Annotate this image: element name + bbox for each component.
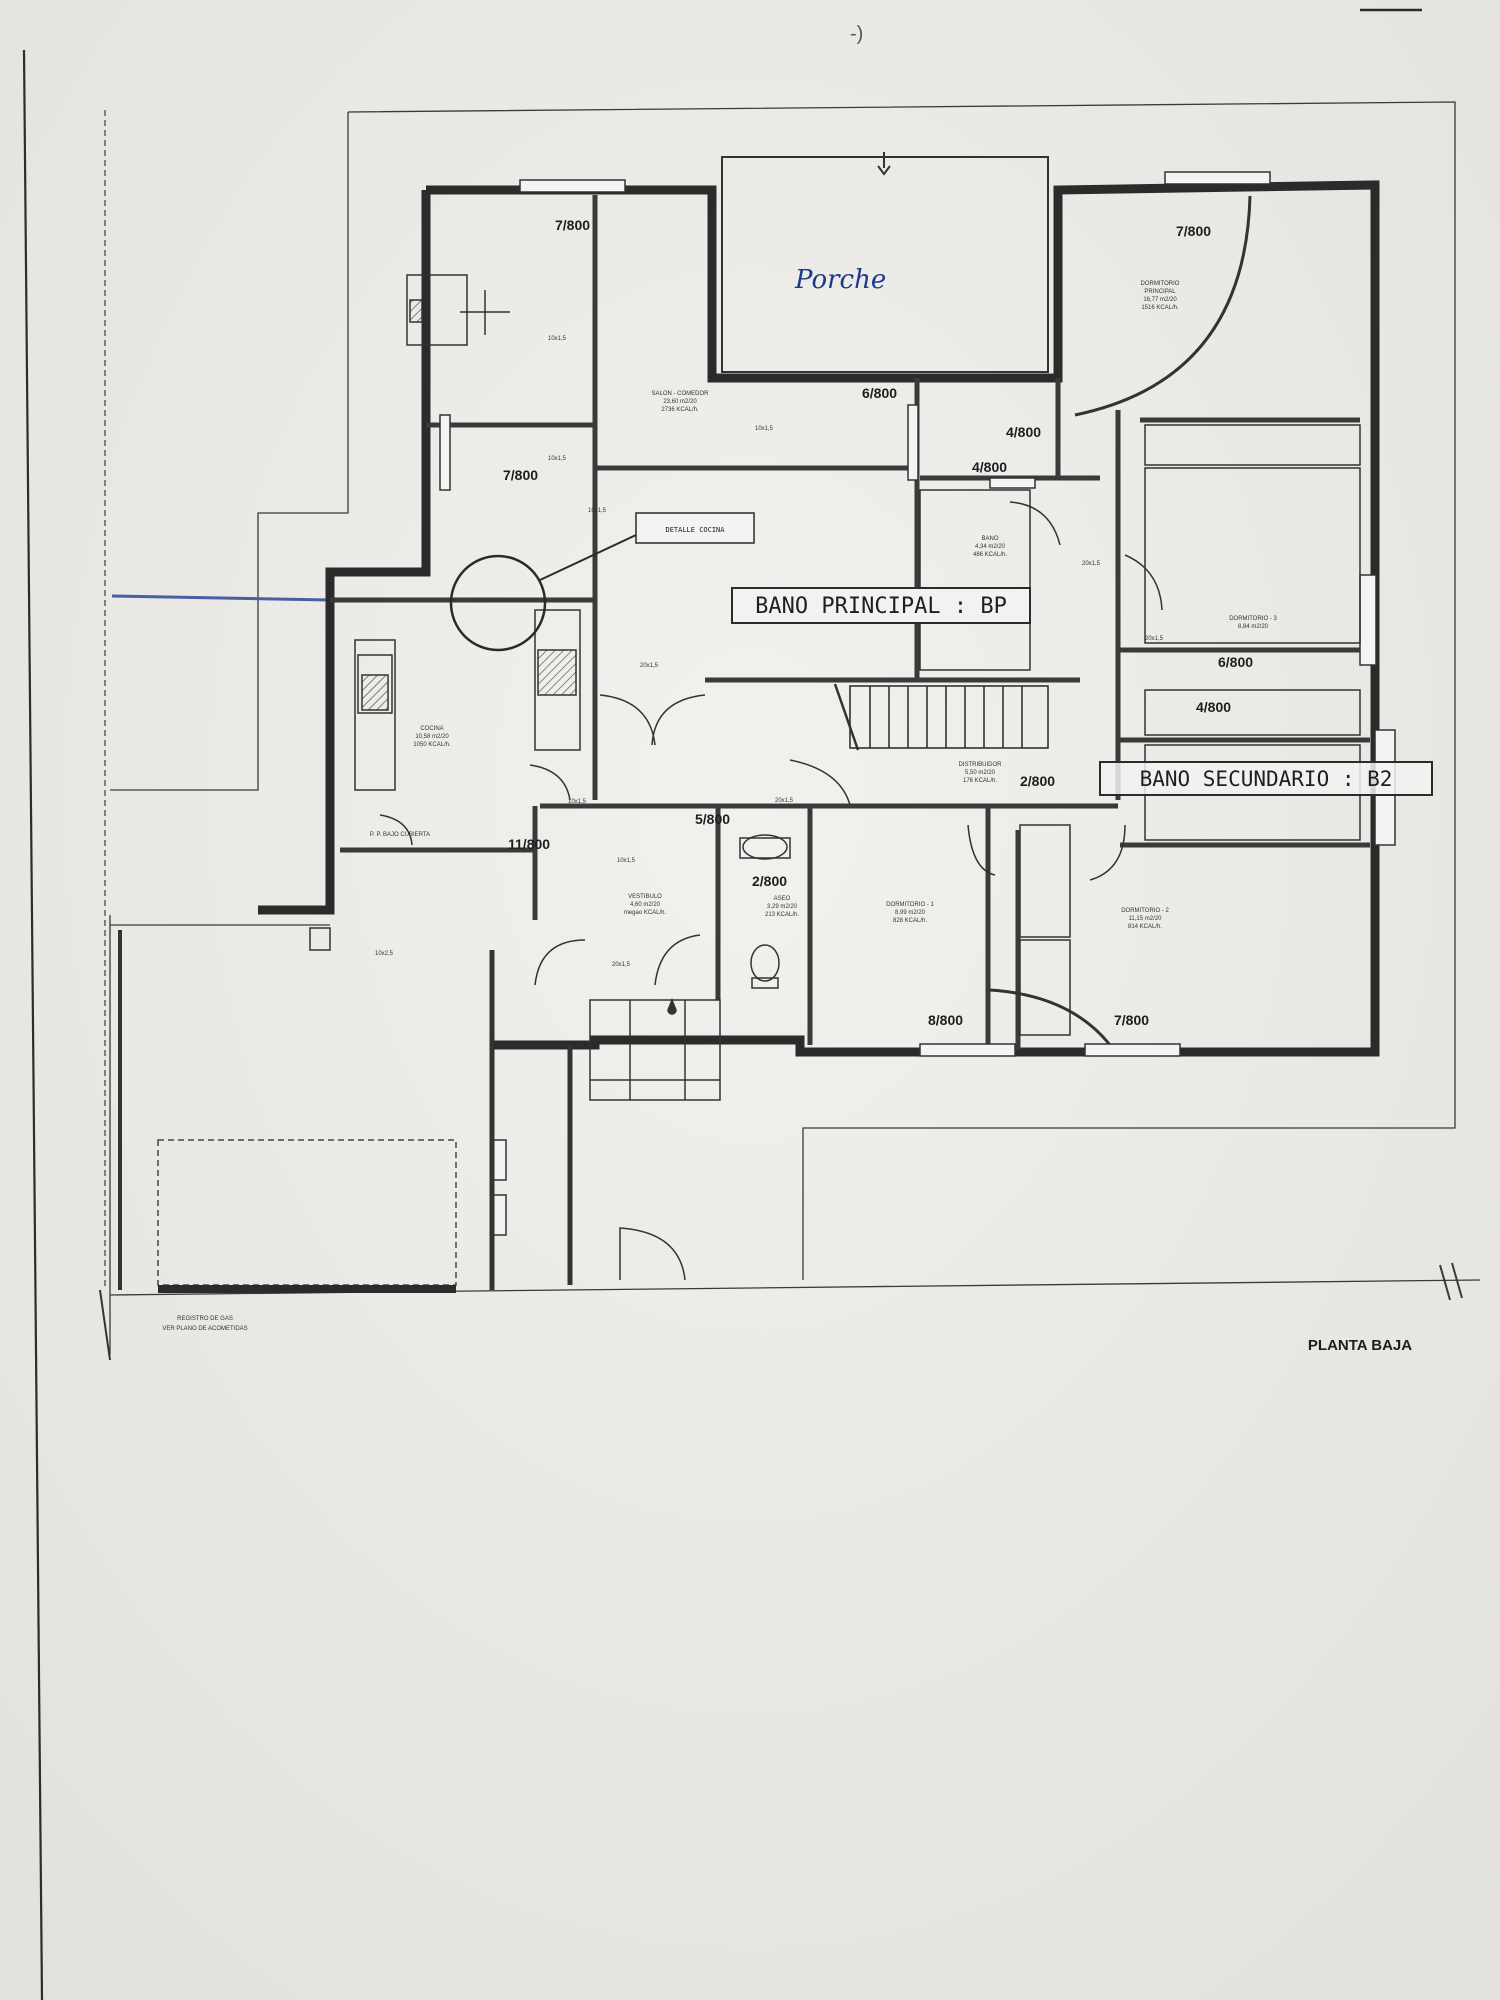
- dim-label: 7/800: [555, 217, 590, 233]
- bano-principal-label: BANO PRINCIPAL : BP: [755, 594, 1007, 619]
- dim-label: 4/800: [972, 459, 1007, 475]
- dim-label: 4/800: [1196, 699, 1231, 715]
- section-label: 10x1,5: [588, 508, 607, 514]
- detalle-cocina-callout: DETALLE COCINA: [449, 512, 755, 652]
- bano-secundario-tag: BANO SECUNDARIO : B2: [1099, 761, 1433, 796]
- section-label: 10x2,5: [375, 951, 394, 957]
- section-label: 10x1,5: [548, 336, 567, 342]
- section-label: 10x1,5: [548, 456, 567, 462]
- section-label: 20x1,5: [1082, 561, 1101, 567]
- porche-label: Porche: [794, 265, 886, 295]
- dimension-labels: 7/800 7/800 7/800 6/800 4/800 4/800 6/80…: [503, 217, 1253, 1028]
- porche-area: Porche: [721, 152, 1049, 373]
- room-bajo-cubierta: P. P. BAJO CUBIERTA: [370, 832, 430, 838]
- dim-label: 8/800: [928, 1012, 963, 1028]
- interior-walls: [330, 195, 1375, 1050]
- section-label: 10x1,5: [617, 858, 636, 864]
- section-label: 10x1,5: [755, 426, 774, 432]
- door-swings: [379, 195, 1252, 1281]
- section-label: 20x1,5: [775, 798, 794, 804]
- dim-label: 2/800: [752, 873, 787, 889]
- service-line: [111, 594, 331, 602]
- top-scribble: -): [850, 23, 863, 45]
- dim-label: 6/800: [1218, 654, 1253, 670]
- section-label: 20x1,5: [640, 663, 659, 669]
- section-label: 10x1,5: [568, 799, 587, 805]
- dim-label: 11/800: [508, 836, 550, 852]
- dim-label: 5/800: [695, 811, 730, 827]
- section-label: 20x1,5: [1145, 636, 1164, 642]
- dim-label: 4/800: [1006, 424, 1041, 440]
- planta-baja-label: PLANTA BAJA: [1308, 1337, 1412, 1354]
- dim-label: 7/800: [1114, 1012, 1149, 1028]
- dim-label: 7/800: [503, 467, 538, 483]
- dim-label: 7/800: [1176, 223, 1211, 239]
- dim-label: 2/800: [1020, 773, 1055, 789]
- bano-principal-tag: BANO PRINCIPAL : BP: [731, 587, 1031, 624]
- detalle-cocina-label: DETALLE COCINA: [665, 526, 725, 534]
- paper-left-edge: [22, 49, 44, 2000]
- section-labels: 10x1,5 10x1,5 10x1,5 10x1,5 20x1,5 20x1,…: [375, 336, 1164, 968]
- garage: [99, 930, 573, 1361]
- dim-label: 6/800: [862, 385, 897, 401]
- bano-secundario-label: BANO SECUNDARIO : B2: [1140, 767, 1393, 791]
- section-label: 20x1,5: [612, 962, 631, 968]
- stairs: [833, 683, 1049, 751]
- fixtures: [309, 274, 1361, 1101]
